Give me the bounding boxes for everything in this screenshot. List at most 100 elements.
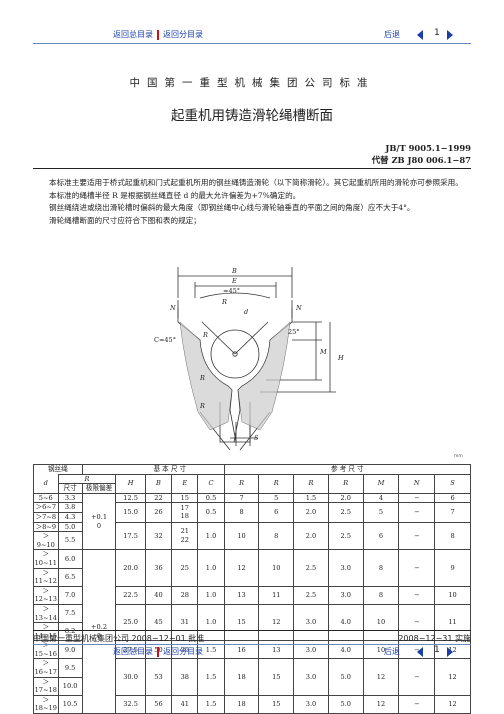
prev-page-icon-bottom[interactable] — [417, 647, 423, 657]
table-cell: 3.3 — [57, 492, 83, 504]
table-cell: 32.5 — [115, 694, 146, 714]
dev-header: 极限偏差 — [81, 483, 117, 494]
next-page-icon[interactable] — [447, 30, 453, 40]
table-cell: 7 — [434, 502, 471, 523]
table-cell: 2.5 — [327, 521, 364, 551]
r2-header: R — [258, 473, 295, 494]
table-cell: 2.5 — [293, 549, 329, 587]
table-cell: 1.0 — [197, 585, 225, 605]
footer-rule — [33, 630, 471, 631]
table-cell: 6 — [434, 492, 471, 504]
table-cell: 36 — [144, 549, 173, 587]
table-cell: 28 — [171, 585, 199, 605]
dimension-table: 钢丝绳 基 本 尺 寸 参 考 尺 寸 d R H B E C R R R R … — [33, 464, 472, 714]
table-cell: − — [398, 549, 436, 587]
groove-section-drawing: B E ≈45° R d R R R C≈45° H M N N S 25° — [154, 267, 344, 451]
h-header: H — [115, 473, 146, 494]
table-cell: 11 — [258, 585, 295, 605]
table-cell: 4.3 — [57, 511, 83, 523]
table-cell: 15 — [223, 603, 260, 642]
table-body: 钢丝绳 基 本 尺 寸 参 考 尺 寸 d R H B E C R R R R … — [33, 464, 472, 714]
table-cell: 22.5 — [115, 585, 146, 605]
para-1: 本标准主要适用于桥式起重机和门式起重机所用的钢丝绳铸造滑轮（以下简称滑轮）。其它… — [49, 178, 463, 187]
table-cell: 17.5 — [115, 521, 146, 551]
sub-index-link-bottom[interactable]: 返回分目录 — [163, 647, 203, 656]
table-cell: 41 — [171, 694, 199, 714]
r-header: R — [57, 473, 117, 485]
table-cell: − — [398, 694, 436, 714]
table-cell: − — [398, 658, 436, 696]
table-cell: +0.1 0 — [81, 492, 117, 551]
prev-page-icon[interactable] — [417, 30, 423, 40]
table-cell: 56 — [144, 694, 173, 714]
table-cell: 25 — [171, 549, 199, 587]
table-cell: ＞14~15 — [33, 622, 59, 642]
table-cell: − — [398, 603, 436, 642]
table-cell: 8 — [434, 521, 471, 551]
table-cell: 15 — [171, 492, 199, 504]
m-header: M — [362, 473, 400, 494]
body-text: 本标准主要适用于桥式起重机和门式起重机所用的钢丝绳铸造滑轮（以下简称滑轮）。其它… — [33, 177, 471, 227]
standard-code: JB/T 9005.1−1999 — [385, 143, 471, 153]
table-cell: 15 — [258, 694, 295, 714]
para-2: 本标准的绳槽半径 R 是根据钢丝绳直径 d 的最大允许偏差为+7%确定的。 — [49, 190, 301, 200]
d-label: d — [244, 308, 248, 316]
back-link[interactable]: 后退 — [384, 30, 400, 39]
unit-tag: mm — [454, 454, 463, 459]
table-cell: 22 — [144, 492, 173, 504]
bottom-nav: 返回总目录 返回分目录 — [113, 646, 203, 657]
back-link-bottom[interactable]: 后退 — [384, 647, 400, 656]
h-label: H — [337, 354, 344, 362]
r2-label: R — [199, 374, 205, 382]
table-cell: 3.0 — [293, 658, 329, 696]
header-rule — [33, 168, 471, 169]
table-cell: 20.0 — [115, 549, 146, 587]
angle-45-label: ≈45° — [223, 287, 240, 295]
s-label: S — [254, 434, 259, 442]
table-cell: ＞18~19 — [33, 694, 59, 714]
c-header: C — [197, 473, 225, 494]
bottom-rule — [33, 644, 471, 645]
page-number-bottom: 1 — [434, 645, 440, 655]
next-page-icon-bottom[interactable] — [447, 647, 453, 657]
table-cell: ＞7~8 — [33, 511, 59, 523]
main-index-link[interactable]: 返回总目录 — [113, 30, 153, 39]
n-label-right: N — [295, 304, 302, 312]
table-cell: 9 — [434, 549, 471, 587]
table-cell: 2.5 — [327, 502, 364, 523]
table-cell: 12 — [434, 658, 471, 696]
m-label: M — [319, 348, 327, 356]
table-cell: 10.0 — [57, 676, 83, 696]
table-cell: 6 — [258, 502, 295, 523]
table-cell: 1.5 — [197, 694, 225, 714]
d-header: d — [33, 474, 59, 494]
table-cell: ＞12~13 — [33, 585, 59, 605]
table-cell: 38 — [171, 658, 199, 696]
table-cell: 3.0 — [293, 694, 329, 714]
table-cell: ＞6~7 — [33, 502, 59, 513]
main-index-link-bottom[interactable]: 返回总目录 — [113, 647, 153, 656]
table-cell: 1.0 — [197, 521, 225, 551]
table-cell: 21 22 — [171, 521, 199, 551]
table-cell: 8 — [362, 549, 400, 587]
table-cell: 1.0 — [197, 549, 225, 587]
table-cell: 4 — [362, 492, 400, 504]
approved-text: 中国第一重型机械集团公司 2008−12−01 批准 — [33, 634, 205, 643]
table-cell: +0.2 0 — [81, 549, 117, 714]
table-cell: 2.5 — [293, 585, 329, 605]
r3-header: R — [293, 473, 329, 494]
table-cell: ＞17~18 — [33, 676, 59, 696]
table-cell: 1.5 — [197, 658, 225, 696]
table-cell: 40 — [144, 585, 173, 605]
table-cell: 10.5 — [57, 694, 83, 714]
table-cell: 4.0 — [327, 603, 364, 642]
angle-25-label: 25° — [288, 328, 300, 336]
sub-index-link[interactable]: 返回分目录 — [163, 30, 203, 39]
size-header: 尺寸 — [57, 483, 83, 494]
table-cell: 15 — [258, 658, 295, 696]
table-cell: 6 — [362, 521, 400, 551]
